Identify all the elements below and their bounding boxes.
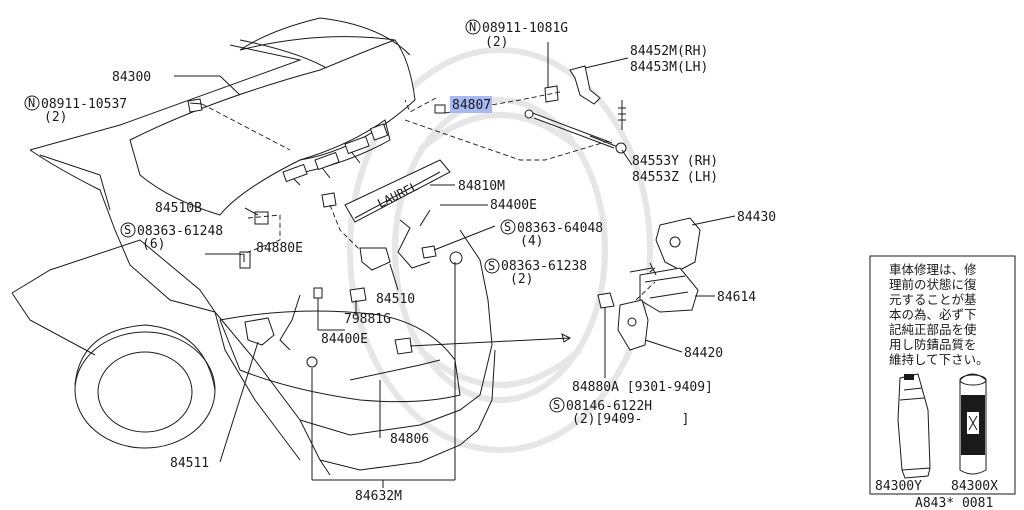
qty-08363-64048: (4) xyxy=(520,234,543,249)
label-84511: 84511 xyxy=(170,456,209,471)
repair-note-box xyxy=(869,255,1016,495)
hinge-bracket xyxy=(544,65,601,105)
leader-lines xyxy=(174,42,736,488)
assembly-lines xyxy=(201,91,656,301)
qty-08911-10537: (2) xyxy=(44,110,67,125)
label-84453m: 84453M(LH) xyxy=(630,60,708,75)
car-body xyxy=(11,39,496,476)
highlight-box xyxy=(450,96,492,113)
qty-08911-1081g: (2) xyxy=(485,35,508,50)
label-84553y: 84553Y (RH) xyxy=(632,154,718,169)
circle-markers xyxy=(24,19,565,413)
label-08911-10537: 08911-10537 xyxy=(41,97,127,112)
label-84806: 84806 xyxy=(390,432,429,447)
label-84553z: 84553Z (LH) xyxy=(632,170,718,185)
note-line-4: 本の為、必ず下 xyxy=(889,307,977,322)
sealant-tube xyxy=(897,373,931,479)
trunk-hardware xyxy=(187,98,463,368)
label-84510: 84510 xyxy=(376,292,415,307)
label-84300x: 84300X xyxy=(951,479,998,494)
label-84400e-top: 84400E xyxy=(490,198,537,213)
label-84300y: 84300Y xyxy=(875,479,922,494)
label-84430: 84430 xyxy=(737,210,776,225)
label-84420: 84420 xyxy=(684,346,723,361)
note-line-7: 維持して下さい。 xyxy=(889,352,989,367)
label-84880a: 84880A [9301-9409] xyxy=(572,380,713,395)
watermark-emblem xyxy=(347,47,653,453)
n-marker-1: N xyxy=(28,96,35,110)
s-marker-1: S xyxy=(124,223,131,237)
label-84880e: 84880E xyxy=(256,241,303,256)
label-84300: 84300 xyxy=(112,70,151,85)
note-line-1: 車体修理は、修 xyxy=(889,262,977,277)
label-84452m: 84452M(RH) xyxy=(630,44,708,59)
label-08146-6122h: 08146-6122H xyxy=(566,399,652,414)
n-marker-2: N xyxy=(469,20,476,34)
label-08363-61248: 08363-61248 xyxy=(137,224,223,239)
label-84510b: 84510B xyxy=(155,201,202,216)
figure-code: A843* 0081 xyxy=(915,496,993,510)
label-84810m: 84810M xyxy=(458,179,505,194)
label-84632m: 84632M xyxy=(355,489,402,504)
qty-08146-6122h: (2)[9409- ] xyxy=(572,412,689,427)
label-08363-61238: 08363-61238 xyxy=(501,259,587,274)
label-79881g: 79881G xyxy=(344,312,391,327)
s-marker-4: S xyxy=(553,398,560,412)
note-line-6: 用し防錆品質を xyxy=(889,337,977,352)
spray-can xyxy=(959,373,987,475)
note-line-3: 元することが基 xyxy=(889,292,977,307)
trunk-lid xyxy=(129,17,416,216)
s-marker-3: S xyxy=(488,259,495,273)
label-84807: 84807 xyxy=(452,98,491,113)
qty-08363-61238: (2) xyxy=(510,272,533,287)
note-line-2: 理前の状態に復 xyxy=(889,277,977,292)
note-line-5: 記純正部品を使 xyxy=(889,322,977,337)
label-08911-1081g: 08911-1081G xyxy=(482,21,568,36)
label-84614: 84614 xyxy=(717,290,756,305)
label-84400e-bottom: 84400E xyxy=(321,332,368,347)
s-marker-2: S xyxy=(504,220,511,234)
qty-08363-61248: (6) xyxy=(142,237,165,252)
label-08363-64048: 08363-64048 xyxy=(517,221,603,236)
latch-assembly xyxy=(597,217,701,351)
